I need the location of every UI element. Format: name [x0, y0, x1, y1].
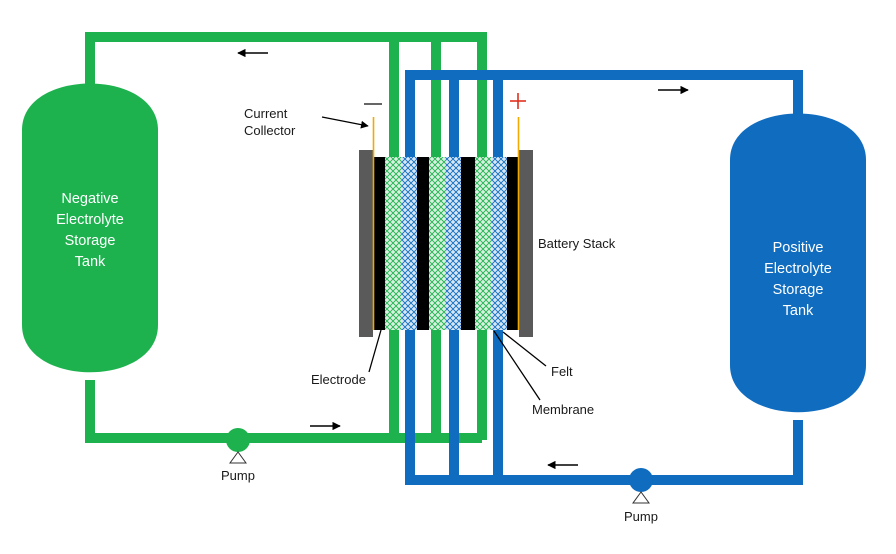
electrode-label: Electrode	[311, 372, 366, 387]
pump-left: Pump	[221, 428, 255, 483]
negative-tank-line-2: Electrolyte	[56, 212, 124, 228]
electrode-leader	[368, 329, 382, 373]
battery-stack	[359, 117, 533, 337]
felt-leader	[502, 331, 547, 367]
end-plate-right	[519, 150, 533, 337]
membrane-leader	[493, 330, 541, 401]
felt-cell-3-neg	[475, 157, 492, 330]
negative-tank-line-4: Tank	[75, 254, 106, 270]
felt-cell-2-pos	[446, 157, 461, 330]
pump-right-label: Pump	[624, 509, 658, 524]
membrane-label: Membrane	[532, 402, 594, 417]
felt-cell-1-neg	[385, 157, 402, 330]
felt-cell-2-neg	[429, 157, 446, 330]
felt-cell-3-pos	[492, 157, 507, 330]
negative-tank-line-3: Storage	[65, 233, 116, 249]
negative-tank-line-1: Negative	[61, 191, 118, 207]
positive-tank: Positive Electrolyte Storage Tank	[730, 113, 866, 413]
battery-stack-label: Battery Stack	[538, 236, 616, 251]
positive-tank-line-4: Tank	[783, 303, 814, 319]
plus-icon	[510, 93, 526, 109]
felt-cell-1-pos	[402, 157, 417, 330]
callouts: Current Collector Battery Stack Electrod…	[244, 106, 616, 417]
negative-tank: Negative Electrolyte Storage Tank	[22, 83, 158, 373]
current-collector-leader	[321, 116, 369, 129]
current-collector-label-1: Current	[244, 106, 288, 121]
flow-arrows	[237, 48, 689, 470]
pump-right: Pump	[624, 468, 658, 524]
positive-tank-line-2: Electrolyte	[764, 261, 832, 277]
positive-tank-line-3: Storage	[773, 282, 824, 298]
pump-left-label: Pump	[221, 468, 255, 483]
felt-label: Felt	[551, 364, 573, 379]
positive-tank-line-1: Positive	[773, 240, 824, 256]
end-plate-left	[359, 150, 373, 337]
current-collector-label-2: Collector	[244, 123, 296, 138]
